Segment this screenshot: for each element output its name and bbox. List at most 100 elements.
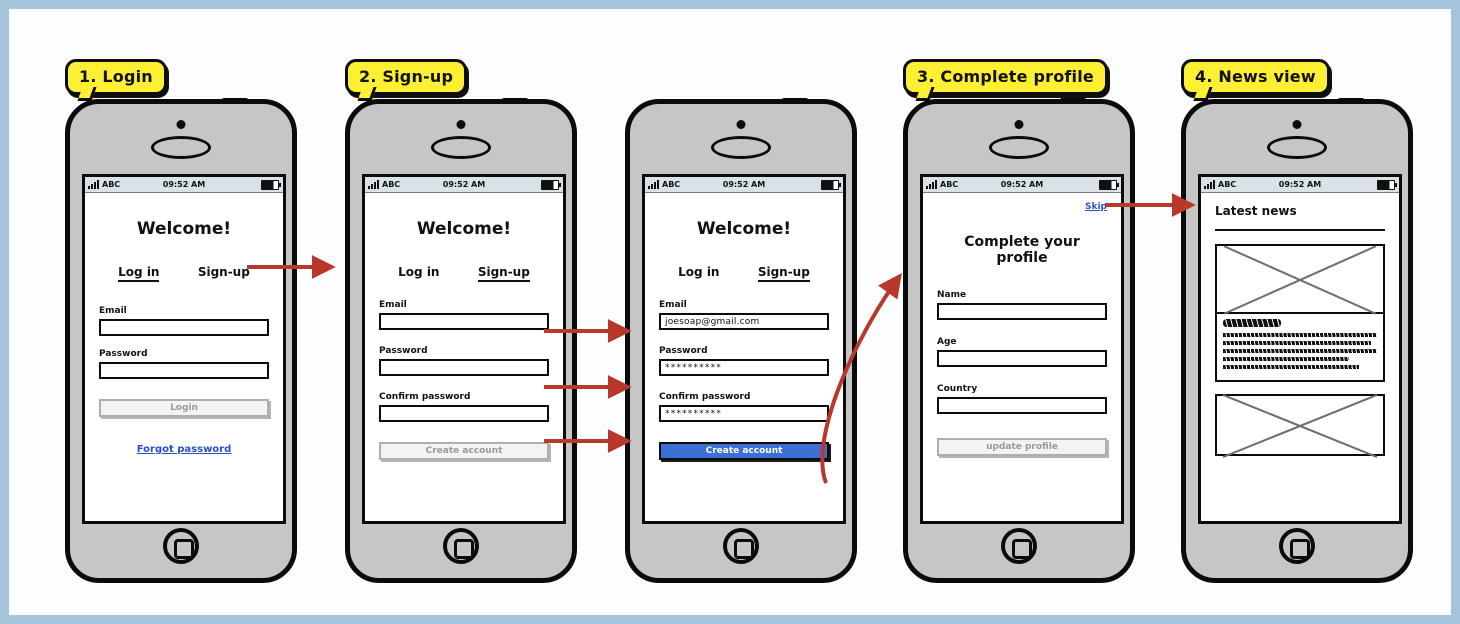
sticky-note-news-view: 4. News view (1181, 59, 1330, 95)
clock-label: 09:52 AM (1278, 180, 1322, 189)
mute-switch[interactable] (65, 200, 70, 215)
power-button[interactable] (1060, 98, 1086, 104)
home-button[interactable] (163, 528, 199, 564)
forgot-password-link[interactable]: Forgot password (136, 444, 232, 455)
sticky-note-signup: 2. Sign-up (345, 59, 468, 95)
phone-signup-empty: ABC 09:52 AM Welcome! Log in Sign-up Ema… (345, 98, 577, 583)
carrier-label: ABC (382, 180, 401, 189)
volume-up-button[interactable] (1181, 228, 1186, 252)
create-account-button[interactable]: Create account (379, 442, 549, 460)
country-input[interactable] (937, 397, 1107, 414)
email-group: Email (379, 300, 549, 330)
tab-sign-up[interactable]: Sign-up (757, 265, 810, 282)
tab-log-in[interactable]: Log in (678, 265, 720, 279)
skip-link[interactable]: Skip (1085, 202, 1107, 212)
password-input[interactable] (379, 359, 549, 376)
volume-down-button[interactable] (345, 260, 350, 284)
auth-tabs: Log in Sign-up (99, 265, 269, 282)
tab-sign-up[interactable]: Sign-up (197, 265, 250, 279)
password-group: Password (379, 346, 549, 376)
phone-complete-profile: ABC 09:52 AM Skip Complete your profile … (903, 98, 1135, 583)
confirm-password-input[interactable]: ********** (659, 405, 829, 422)
volume-up-button[interactable] (903, 228, 908, 252)
page-title: Welcome! (136, 219, 232, 239)
second-article-image-placeholder[interactable] (1215, 394, 1385, 456)
name-group: Name (937, 290, 1107, 320)
tab-log-in[interactable]: Log in (118, 265, 160, 282)
article-body-line (1223, 365, 1359, 369)
page-title: Complete your profile (964, 234, 1080, 266)
power-button[interactable] (222, 98, 248, 104)
password-label: Password (379, 346, 428, 356)
page-title: Welcome! (416, 219, 512, 239)
earpiece-speaker (1267, 136, 1327, 159)
status-bar: ABC 09:52 AM (645, 177, 843, 193)
create-account-button[interactable]: Create account (659, 442, 829, 460)
phone-news-view: ABC 09:52 AM Latest news (1181, 98, 1413, 583)
home-button[interactable] (1001, 528, 1037, 564)
power-button[interactable] (782, 98, 808, 104)
status-bar: ABC 09:52 AM (85, 177, 283, 193)
volume-up-button[interactable] (625, 228, 630, 252)
password-label: Password (659, 346, 708, 356)
power-button[interactable] (1338, 98, 1364, 104)
title-divider (1215, 229, 1385, 231)
country-label: Country (937, 384, 978, 394)
volume-down-button[interactable] (625, 260, 630, 284)
email-label: Email (99, 306, 127, 316)
update-profile-button[interactable]: update profile (937, 438, 1107, 456)
volume-down-button[interactable] (65, 260, 70, 284)
power-button[interactable] (502, 98, 528, 104)
age-label: Age (937, 337, 957, 347)
signal-bars-icon (368, 180, 379, 189)
front-camera-icon (456, 120, 466, 129)
tab-log-in[interactable]: Log in (398, 265, 440, 279)
password-input[interactable] (99, 362, 269, 379)
confirm-password-input[interactable] (379, 405, 549, 422)
auth-tabs: Log in Sign-up (659, 265, 829, 282)
confirm-password-label: Confirm password (379, 392, 471, 402)
sticky-note-login: 1. Login (65, 59, 167, 95)
mute-switch[interactable] (345, 200, 350, 215)
article-image-placeholder[interactable] (1215, 244, 1385, 314)
volume-down-button[interactable] (903, 260, 908, 284)
volume-up-button[interactable] (65, 228, 70, 252)
article-body-line (1223, 333, 1377, 337)
home-button[interactable] (443, 528, 479, 564)
signal-bars-icon (1204, 180, 1215, 189)
name-input[interactable] (937, 303, 1107, 320)
email-input[interactable] (379, 313, 549, 330)
auth-tabs: Log in Sign-up (379, 265, 549, 282)
phone-login: ABC 09:52 AM Welcome! Log in Sign-up Ema… (65, 98, 297, 583)
carrier-label: ABC (1218, 180, 1237, 189)
login-button[interactable]: Login (99, 399, 269, 417)
signal-bars-icon (88, 180, 99, 189)
name-label: Name (937, 290, 967, 300)
email-input[interactable]: joesoap@gmail.com (659, 313, 829, 330)
article-body-line (1223, 341, 1371, 345)
clock-label: 09:52 AM (722, 180, 766, 189)
mute-switch[interactable] (903, 200, 908, 215)
status-bar: ABC 09:52 AM (365, 177, 563, 193)
home-button[interactable] (1279, 528, 1315, 564)
battery-icon (261, 179, 281, 190)
carrier-label: ABC (940, 180, 959, 189)
article-text-block[interactable] (1215, 314, 1385, 382)
earpiece-speaker (989, 136, 1049, 159)
email-label: Email (659, 300, 687, 310)
battery-icon (1377, 179, 1397, 190)
carrier-label: ABC (662, 180, 681, 189)
volume-down-button[interactable] (1181, 260, 1186, 284)
mute-switch[interactable] (625, 200, 630, 215)
home-button[interactable] (723, 528, 759, 564)
clock-label: 09:52 AM (1000, 180, 1044, 189)
earpiece-speaker (711, 136, 771, 159)
page-title: Welcome! (696, 219, 792, 239)
tab-sign-up[interactable]: Sign-up (477, 265, 530, 282)
age-input[interactable] (937, 350, 1107, 367)
email-input[interactable] (99, 319, 269, 336)
volume-up-button[interactable] (345, 228, 350, 252)
password-input[interactable]: ********** (659, 359, 829, 376)
carrier-label: ABC (102, 180, 121, 189)
